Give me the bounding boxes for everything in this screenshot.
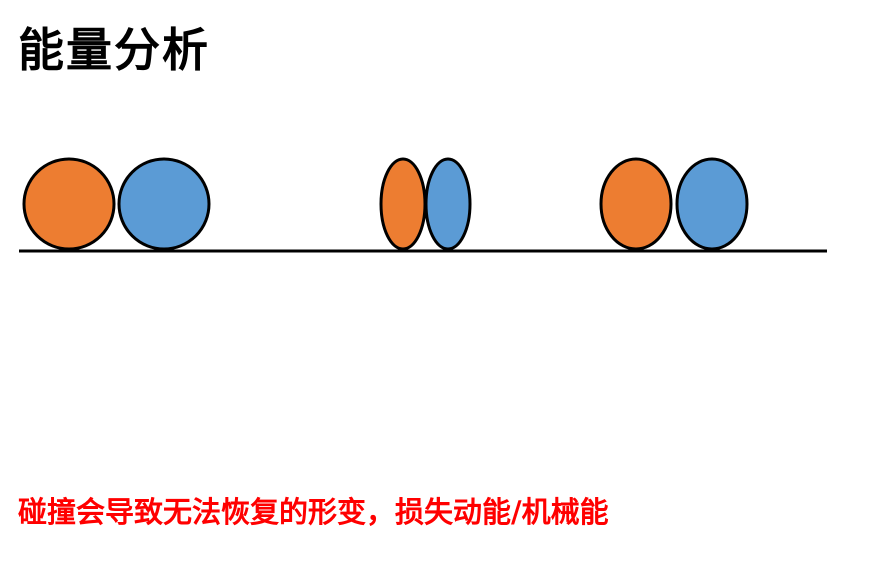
slide-title: 能量分析: [18, 23, 210, 77]
blue-ball-after: [675, 157, 749, 251]
blue-ball-before: [117, 157, 211, 251]
orange-ball-compressed: [379, 157, 427, 251]
blue-ball-compressed: [424, 157, 472, 251]
orange-ball-before: [22, 157, 116, 251]
orange-ball-after: [599, 157, 673, 251]
stage-after-collision: [599, 157, 749, 251]
stage-during-collision: [379, 157, 472, 251]
stage-before-collision: [22, 157, 211, 251]
energy-loss-caption: 碰撞会导致无法恢复的形变，损失动能/机械能: [18, 495, 609, 529]
